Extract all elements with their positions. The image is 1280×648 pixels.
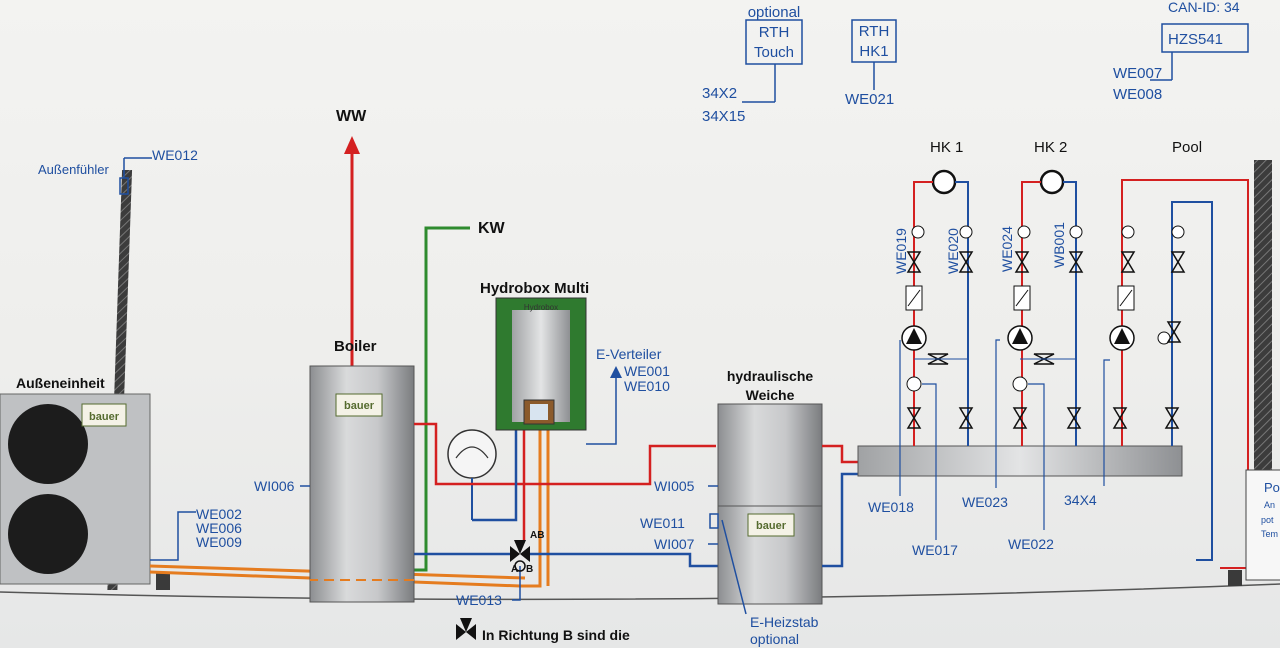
pool-box-line4: Tem [1261,529,1278,539]
valve-b-label: B [526,564,533,575]
pool-box-line2: An [1264,500,1275,510]
x2-label: 34X2 [702,85,737,102]
wb001-label: WB001 [1051,222,1067,268]
hydraulic-separator [717,403,823,605]
hydrobox [495,297,587,431]
ground-line [0,583,1280,601]
circuit-hk1 [899,169,974,540]
can-id-label: CAN-ID: 34 [1168,0,1240,15]
we023-label: WE023 [962,494,1008,510]
ww-arrow-icon [344,136,360,154]
outdoor-unit [0,393,151,585]
hzs541-label: HZS541 [1168,31,1223,48]
heizstab-optional-label: optional [750,631,799,647]
boiler-label: Boiler [334,338,377,355]
e-verteiler-line [586,366,622,445]
x15-label: 34X15 [702,108,745,125]
valve-ab-label: AB [530,530,544,541]
pool-label: Pool [1172,139,1202,156]
rth-hk1-line1: RTH [859,23,890,40]
we010-label: WE010 [624,378,670,394]
valve-a-label: A [511,564,518,575]
we012-label: WE012 [152,147,198,163]
pipe-red-flow [414,422,716,486]
pool-box-line1: Po [1264,480,1280,495]
manifold [857,445,1183,477]
three-way-valve-icon [510,540,530,572]
expansion-vessel-icon [447,429,497,479]
we002-leader [150,511,196,561]
heizstab-label: E-Heizstab [750,614,819,630]
outdoor-brand: bauer [89,411,120,423]
we021-label: WE021 [845,91,894,108]
outdoor-sensor [119,157,152,195]
right-wall [1254,160,1272,560]
we006-label: WE006 [196,520,242,536]
we001-label: WE001 [624,363,670,379]
pool-info-box [1245,469,1280,581]
wi005-label: WI005 [654,478,695,494]
weiche-label-2: Weiche [746,387,795,403]
rth-touch-box [742,19,803,103]
we019-label: WE019 [893,228,909,274]
hydrobox-label: Hydrobox Multi [480,280,589,297]
aussenfuehler-label: Außenfühler [38,162,109,177]
we008-label: WE008 [1113,86,1162,103]
boiler-tank [309,365,415,603]
we017-label: WE017 [912,542,958,558]
aussen-label: Außeneinheit [16,375,105,391]
pipe-blue-return [530,552,718,568]
weiche-brand: bauer [756,520,787,532]
we007-label: WE007 [1113,65,1162,82]
rth-touch-line1: RTH [759,24,790,41]
we024-label: WE024 [999,226,1015,272]
fan-top-icon [8,404,88,484]
wi007-label: WI007 [654,536,695,552]
we009-label: WE009 [196,534,242,550]
wall-foot [156,572,170,590]
hk2-label: HK 2 [1034,139,1067,156]
we020-label: WE020 [945,228,961,274]
pool-box-line3: pot [1261,515,1274,525]
everteiler-label: E-Verteiler [596,346,662,362]
note-valve-icon [456,618,476,640]
we011-label: WE011 [640,515,685,531]
hk1-label: HK 1 [930,139,963,156]
rth-touch-line2: Touch [754,44,794,61]
weiche-label-1: hydraulische [727,368,814,384]
x4-label: 34X4 [1064,492,1097,508]
we013-label: WE013 [456,592,502,608]
kw-label: KW [478,220,506,237]
boiler-brand: bauer [344,400,375,412]
hydrobox-inner-label: Hydrobox [524,303,558,312]
kw-pipe [412,226,470,572]
circuit-hk2 [995,169,1084,530]
hzs541-box [1150,23,1249,81]
rth-hk1-line2: HK1 [859,43,888,60]
fan-bottom-icon [8,494,88,574]
rth-hk1-box [851,19,897,90]
we018-label: WE018 [868,499,914,515]
we002-label: WE002 [196,506,242,522]
note-text: In Richtung B sind die [482,627,630,643]
we022-label: WE022 [1008,536,1054,552]
circuit-pool [1103,179,1249,569]
ww-label: WW [336,108,367,125]
wi006-label: WI006 [254,478,295,494]
optional-label: optional [748,4,801,21]
